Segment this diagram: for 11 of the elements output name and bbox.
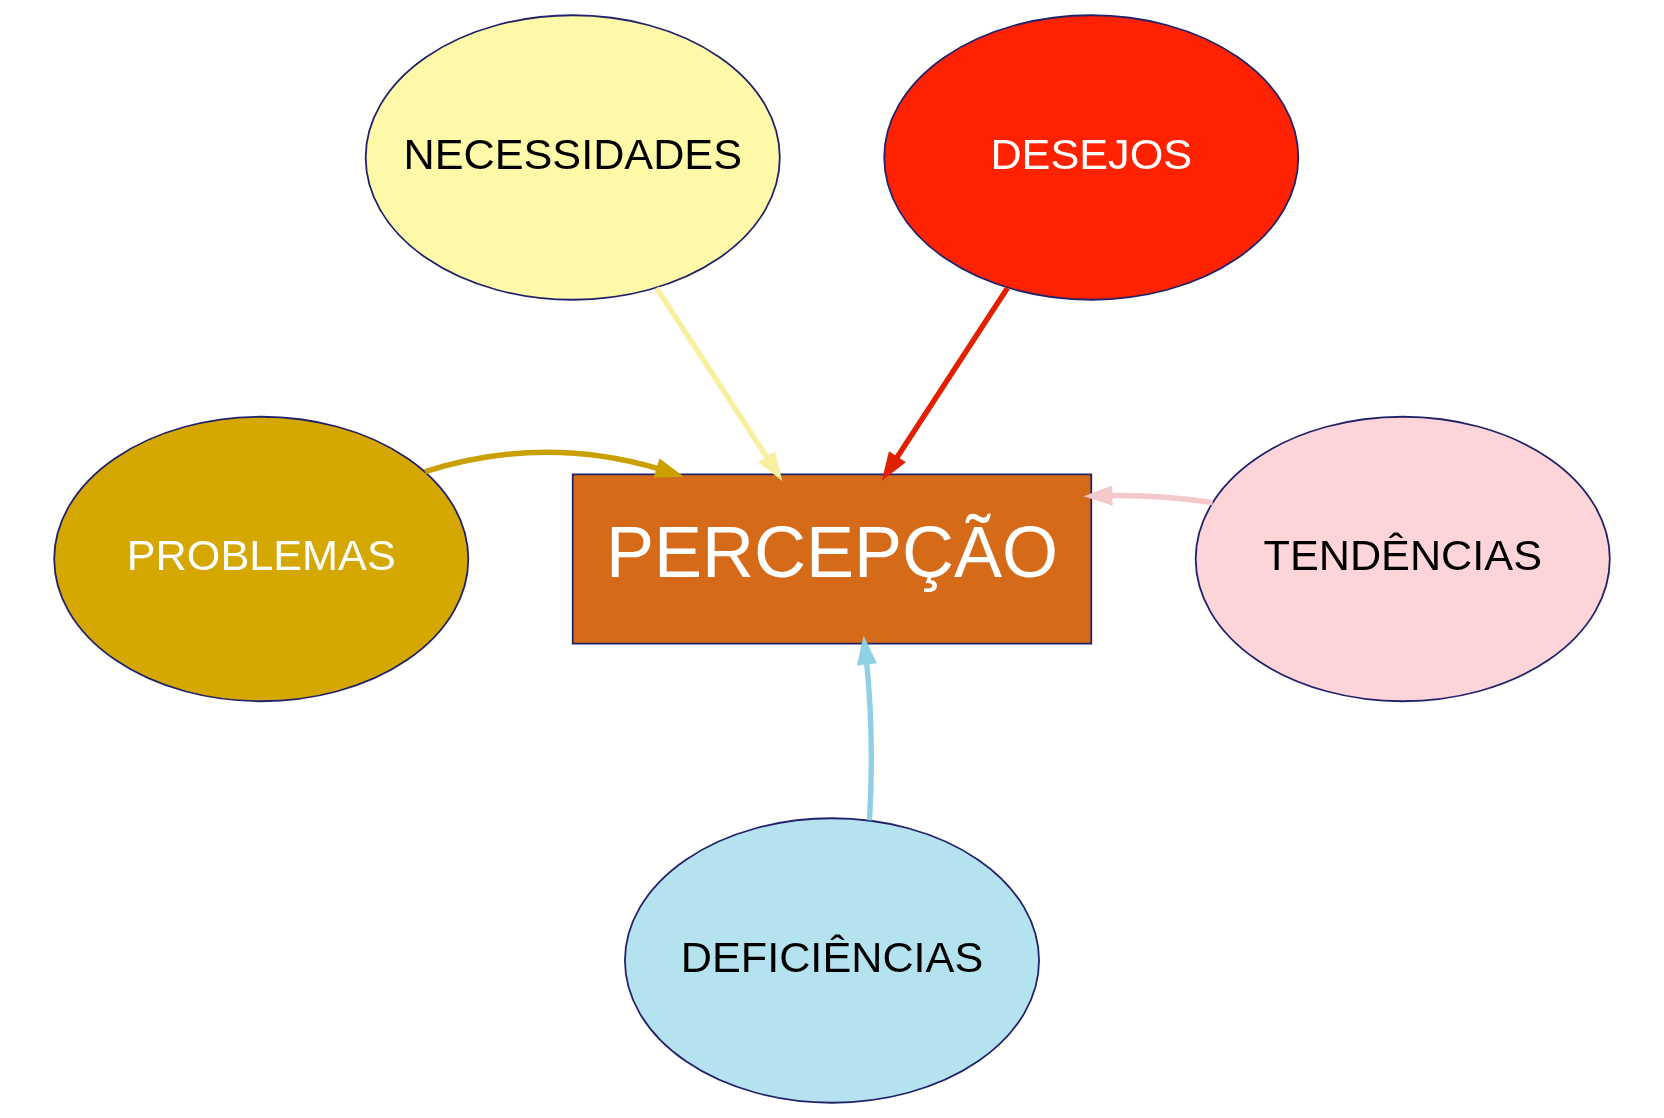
node-ellipse: DESEJOS [883, 14, 1300, 301]
node-ellipse: PROBLEMAS [53, 415, 470, 703]
arrow [424, 449, 684, 478]
arrow [654, 286, 783, 481]
node-box: PERCEPÇÃO [571, 473, 1093, 645]
node-ellipse: DEFICIÊNCIAS [624, 817, 1040, 1104]
arrow [881, 286, 1010, 481]
arrow [1083, 485, 1213, 506]
node-ellipse: NECESSIDADES [364, 14, 781, 301]
arrow [856, 635, 877, 821]
node-ellipse: TENDÊNCIAS [1194, 415, 1611, 703]
